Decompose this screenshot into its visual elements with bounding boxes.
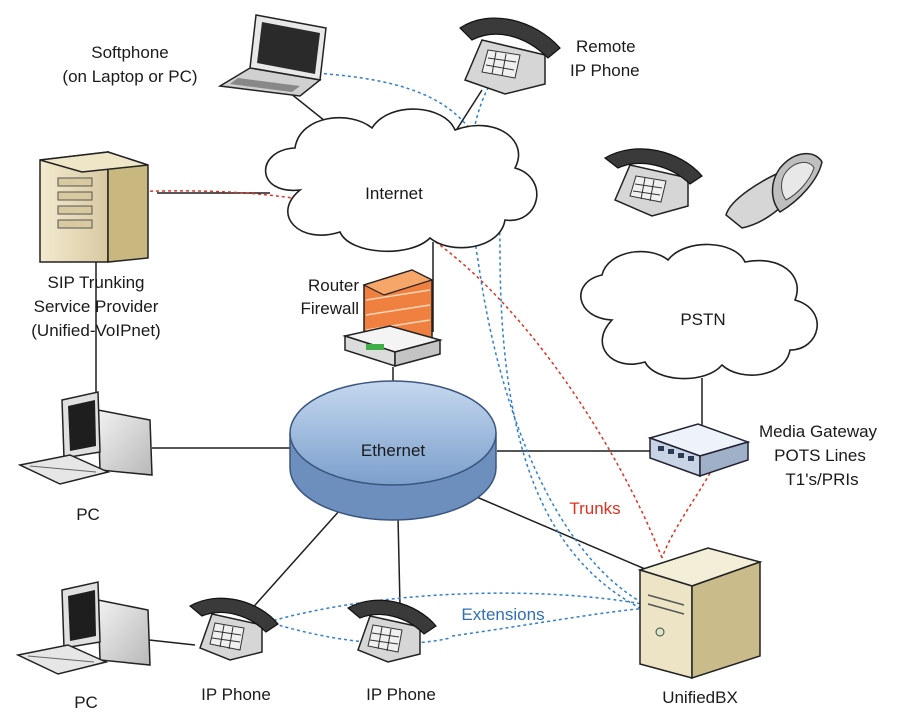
ipphone-left-label: IP Phone: [201, 685, 271, 704]
ipphone-right-label: IP Phone: [366, 685, 436, 704]
trunk-sip-unifiedbx: [107, 190, 663, 559]
pc-lower: PC: [15, 581, 151, 712]
softphone-label-line1: Softphone: [91, 43, 169, 62]
desktop-pc-icon: [17, 391, 153, 485]
unifiedbx-server: UnifiedBX: [637, 547, 763, 707]
mobile-phone-icon: [725, 153, 823, 229]
ethernet-label: Ethernet: [361, 441, 426, 460]
desk-phone-icon: [603, 148, 703, 217]
ext-phone-left-unifiedbx: [267, 592, 649, 623]
pc-lower-label: PC: [74, 693, 98, 712]
remote-label-line1: Remote: [576, 37, 636, 56]
sip-label-line3: (Unified-VoIPnet): [31, 321, 160, 340]
link-ethernet-phone-right: [397, 516, 401, 607]
internet-cloud: Internet: [264, 108, 538, 253]
media-label-line1: Media Gateway: [759, 422, 878, 441]
pc-upper-label: PC: [76, 505, 100, 524]
media-label-line3: T1's/PRIs: [785, 470, 858, 489]
extensions-label: Extensions: [461, 605, 544, 624]
ethernet-bus: Ethernet: [289, 380, 497, 521]
trunk-links: [107, 190, 714, 559]
trunks-label: Trunks: [569, 499, 620, 518]
sip-label-line2: Service Provider: [34, 297, 159, 316]
trunk-gateway-unifiedbx: [661, 467, 714, 559]
laptop-icon: [217, 14, 327, 97]
pstn-cloud: PSTN: [580, 243, 818, 380]
remote-label-line2: IP Phone: [570, 61, 640, 80]
server-tower-icon: [39, 150, 149, 263]
desk-phone-icon: [188, 597, 279, 661]
softphone-label-line2: (on Laptop or PC): [62, 67, 197, 86]
ip-phone-right: IP Phone: [346, 599, 437, 704]
link-ethernet-unifiedbx: [464, 491, 653, 573]
router-label-line1: Router: [308, 276, 359, 295]
desk-phone-icon: [346, 599, 437, 663]
internet-label: Internet: [365, 184, 423, 203]
ext-phone-right-unifiedbx: [451, 607, 649, 637]
sip-provider: SIP Trunking Service Provider (Unified-V…: [31, 150, 161, 340]
link-ethernet-phone-left: [247, 509, 341, 614]
pc-upper: PC: [17, 391, 153, 524]
ethernet-top: [289, 380, 497, 486]
ext-remote-unifiedbx: [469, 71, 649, 607]
remote-ip-phone: Remote IP Phone: [459, 17, 640, 95]
unifiedbx-label: UnifiedBX: [662, 688, 738, 707]
cloud-icon: [264, 108, 538, 253]
router-icon: [342, 325, 443, 368]
media-label-line2: POTS Lines: [774, 446, 866, 465]
media-gateway-icon: [647, 423, 751, 478]
ip-phone-left: IP Phone: [188, 597, 279, 704]
softphone-laptop: Softphone (on Laptop or PC): [62, 14, 327, 97]
router-firewall: Router Firewall: [300, 269, 443, 368]
media-gateway: Media Gateway POTS Lines T1's/PRIs: [647, 422, 878, 489]
router-label-line2: Firewall: [300, 299, 359, 318]
pstn-mobile-phone: [725, 153, 823, 229]
sip-label-line1: SIP Trunking: [47, 273, 144, 292]
pstn-label: PSTN: [680, 310, 725, 329]
pstn-desk-phone: [603, 148, 703, 217]
cloud-icon: [580, 243, 818, 380]
solid-links: [95, 84, 703, 646]
desk-phone-icon: [459, 17, 561, 95]
ext-laptop-unifiedbx: [299, 71, 649, 613]
desktop-pc-icon: [15, 581, 151, 675]
pbx-server-icon: [637, 547, 763, 680]
